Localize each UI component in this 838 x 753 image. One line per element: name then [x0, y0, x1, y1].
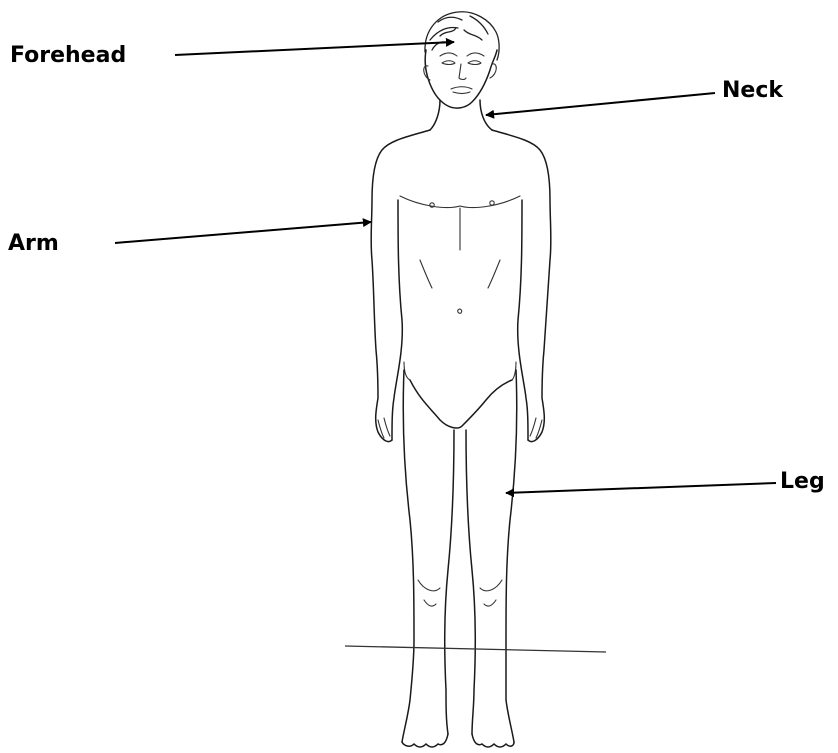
- feet: [402, 734, 514, 747]
- right-leg-outer: [506, 370, 517, 742]
- arm-arrow: [115, 222, 371, 243]
- body-left-contour: [371, 130, 430, 442]
- body-right-contour: [492, 130, 551, 442]
- neck-line-left: [430, 100, 440, 130]
- right-leg-inner: [466, 430, 475, 734]
- forehead-arrow: [175, 42, 454, 55]
- neck-label: Neck: [722, 78, 784, 103]
- knees: [418, 580, 502, 606]
- right-inner-arm: [518, 200, 528, 440]
- human-figure: [371, 12, 551, 747]
- leg-arrow: [506, 483, 776, 493]
- neck-arrow: [486, 93, 715, 115]
- hip-line-left: [404, 362, 410, 380]
- pelvis: [410, 380, 512, 428]
- leg-label: Leg: [780, 469, 825, 494]
- left-leg-inner: [445, 430, 454, 734]
- left-leg-outer: [402, 370, 414, 742]
- forehead-label: Forehead: [10, 43, 126, 68]
- arm-label: Arm: [8, 231, 59, 256]
- face-features: [440, 53, 484, 94]
- left-inner-arm: [392, 200, 402, 440]
- chest: [400, 196, 520, 250]
- hair: [425, 12, 499, 60]
- abdomen: [420, 260, 500, 313]
